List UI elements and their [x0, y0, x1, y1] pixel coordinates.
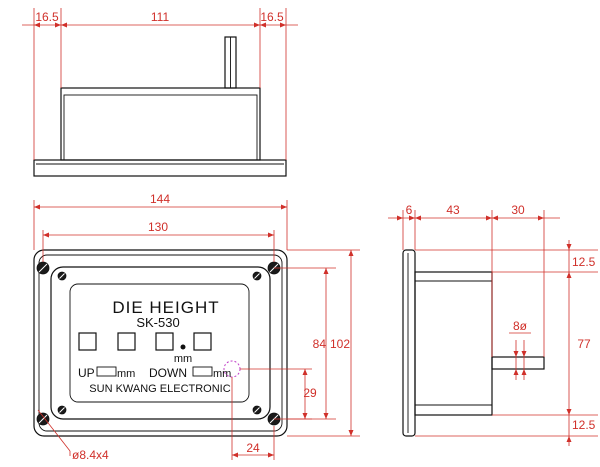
- side-view: [402, 249, 545, 437]
- dim-side-bottom-margin: 12.5: [572, 418, 596, 432]
- top-view-body-inner: [63, 94, 258, 161]
- side-body: [414, 271, 493, 416]
- front-view-dimensions: 144 130 84 102 29 24 ø8.4x4: [33, 192, 360, 462]
- side-flange: [402, 249, 416, 437]
- mounting-hole-top-left: [36, 261, 50, 275]
- dim-arrowheads: [513, 351, 527, 375]
- dim-front-inner-width: 130: [148, 220, 168, 234]
- dim-arrowheads: [302, 369, 308, 419]
- digit-window-4: [193, 332, 212, 351]
- mounting-hole-bottom-left: [36, 412, 50, 426]
- side-view-dimensions: 6 43 30 12.5 77 12.5 8ø: [388, 203, 598, 446]
- dim-side-shaft-length: 30: [511, 203, 525, 217]
- maker-label: SUN KWANG ELECTRONIC: [89, 383, 230, 395]
- dim-top-body-width: 111: [151, 10, 170, 24]
- top-view-flange: [33, 159, 287, 177]
- dim-front-inner-height: 84: [313, 337, 327, 351]
- down-unit: mm: [213, 368, 231, 380]
- face-screw-top-left: [57, 271, 67, 281]
- side-shaft: [491, 356, 545, 370]
- dim-front-overall-width: 144: [150, 192, 170, 206]
- dim-side-body-depth: 43: [446, 203, 460, 217]
- face-screw-bottom-left: [57, 405, 67, 415]
- down-indicator: [192, 366, 213, 377]
- panel-title: DIE HEIGHT: [112, 298, 219, 317]
- dim-indicator-offset-y: 29: [303, 386, 317, 400]
- front-face: [50, 266, 271, 420]
- dim-side-top-margin: 12.5: [572, 255, 596, 269]
- dim-hole-callout: ø8.4x4: [72, 448, 109, 462]
- front-label-plate: [69, 283, 250, 403]
- digit-window-1: [78, 332, 97, 351]
- display-unit: mm: [174, 353, 192, 365]
- face-screw-top-right: [252, 271, 262, 281]
- top-view-body: [60, 87, 261, 161]
- front-bezel-outer: [33, 249, 288, 437]
- dim-top-right-flange: 16.5: [260, 10, 284, 24]
- up-unit: mm: [117, 368, 135, 380]
- hole-leader-line: [37, 409, 71, 452]
- down-label: DOWN: [149, 366, 187, 380]
- dim-front-overall-height: 102: [330, 337, 350, 351]
- dim-shaft-diameter: 8ø: [513, 319, 528, 333]
- top-view: [33, 36, 287, 177]
- digit-window-2: [117, 332, 136, 351]
- dim-top-left-flange: 16.5: [35, 10, 59, 24]
- decimal-point: [180, 344, 186, 350]
- face-screw-bottom-right: [252, 405, 262, 415]
- top-view-dimensions: 16.5 111 16.5: [22, 8, 298, 160]
- digit-window-3: [155, 332, 174, 351]
- up-indicator: [96, 366, 117, 377]
- up-label: UP: [78, 366, 95, 380]
- panel-model: SK-530: [136, 315, 179, 330]
- dim-indicator-offset-x: 24: [246, 441, 260, 455]
- dim-side-body-height: 77: [577, 337, 591, 351]
- dim-side-flange-thickness: 6: [406, 203, 413, 217]
- front-bezel-edge: [38, 254, 283, 432]
- front-view: DIE HEIGHT SK-530 mm UP mm DOWN mm SUN K…: [33, 249, 288, 437]
